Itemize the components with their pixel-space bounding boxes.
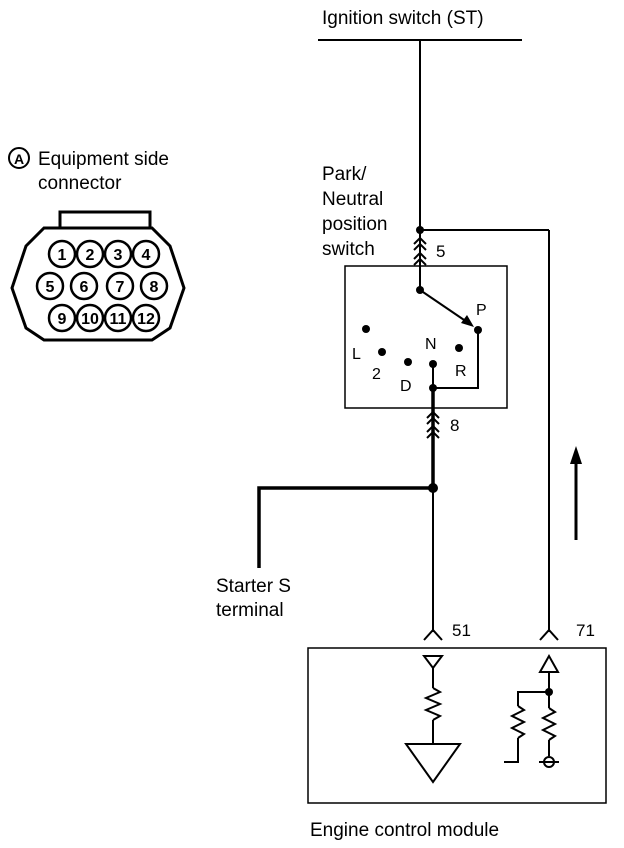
connector-pin-number: 6 — [80, 279, 89, 296]
terminal-71-connector — [539, 628, 559, 641]
connector-pin-number: 11 — [110, 311, 127, 328]
connector-a-letter: A — [14, 151, 24, 167]
ecm-input-51-circuit — [404, 655, 462, 784]
connector-pin-number: 2 — [86, 247, 95, 264]
contact-r — [455, 344, 463, 352]
connector-pin — [139, 271, 169, 301]
connector-pin — [131, 303, 161, 333]
starter-label-line2: terminal — [216, 600, 284, 621]
connector-housing — [10, 226, 186, 342]
terminal-51-connector — [423, 628, 443, 641]
connector-pin — [47, 303, 77, 333]
connector-latch — [58, 210, 152, 228]
position-r-label: R — [455, 363, 467, 380]
connector-pin-number: 3 — [114, 247, 123, 264]
terminal-51-label: 51 — [452, 621, 471, 640]
contact-l — [362, 325, 370, 333]
connector-pin — [131, 239, 161, 269]
connector-pin — [35, 271, 65, 301]
terminal-8-label: 8 — [450, 416, 459, 435]
connector-pin-number: 4 — [142, 247, 151, 264]
pn-switch-box — [344, 265, 508, 409]
connector-pin-number: 8 — [150, 279, 159, 296]
connector-a-badge — [8, 147, 30, 169]
pn-switch-label-line1: Park/ — [322, 164, 367, 185]
terminal-8-connector — [426, 410, 440, 439]
pn-switch-label-line3: position — [322, 214, 388, 235]
connector-pin-number: 7 — [116, 279, 125, 296]
switch-wiper-arm — [419, 289, 471, 325]
ignition-switch-label: Ignition switch (ST) — [322, 8, 484, 29]
connector-a-label: A Equipment side connector — [8, 147, 169, 194]
position-2-label: 2 — [372, 366, 381, 383]
connector-pin — [103, 239, 133, 269]
pn-link-wire — [433, 330, 479, 389]
connector-pin-number: 5 — [46, 279, 55, 296]
connector-pin — [103, 303, 133, 333]
ecm-box — [307, 647, 607, 804]
position-p-label: P — [476, 302, 487, 319]
connector-pin-number: 1 — [58, 247, 67, 264]
connector-pin-number: 9 — [58, 311, 67, 328]
connector-a-title-line1: Equipment side — [38, 149, 169, 170]
connector-a-title-line2: connector — [38, 173, 122, 194]
connector-pin — [75, 239, 105, 269]
switch-wiper-arrowhead — [461, 315, 474, 327]
connector-pin-number: 10 — [81, 311, 99, 328]
ecm-label: Engine control module — [310, 820, 499, 841]
signal-direction-arrow-icon — [570, 446, 582, 540]
pn-switch-label-line2: Neutral — [322, 189, 383, 210]
position-d-label: D — [400, 378, 412, 395]
ecm-input-71-circuit — [504, 653, 560, 768]
contact-2 — [378, 348, 386, 356]
connector-pin — [75, 303, 105, 333]
terminal-5-connector — [413, 230, 427, 266]
connector-pin — [47, 239, 77, 269]
pn-switch-label-line4: switch — [322, 239, 375, 260]
starter-label-line1: Starter S — [216, 576, 291, 597]
position-l-label: L — [352, 346, 361, 363]
contact-d — [404, 358, 412, 366]
terminal-5-label: 5 — [436, 242, 445, 261]
connector-pin — [69, 271, 99, 301]
position-n-label: N — [425, 336, 437, 353]
connector-pin-number: 12 — [137, 311, 155, 328]
wire-to-starter-terminal — [257, 486, 433, 568]
terminal-71-label: 71 — [576, 621, 595, 640]
connector-pin — [105, 271, 135, 301]
